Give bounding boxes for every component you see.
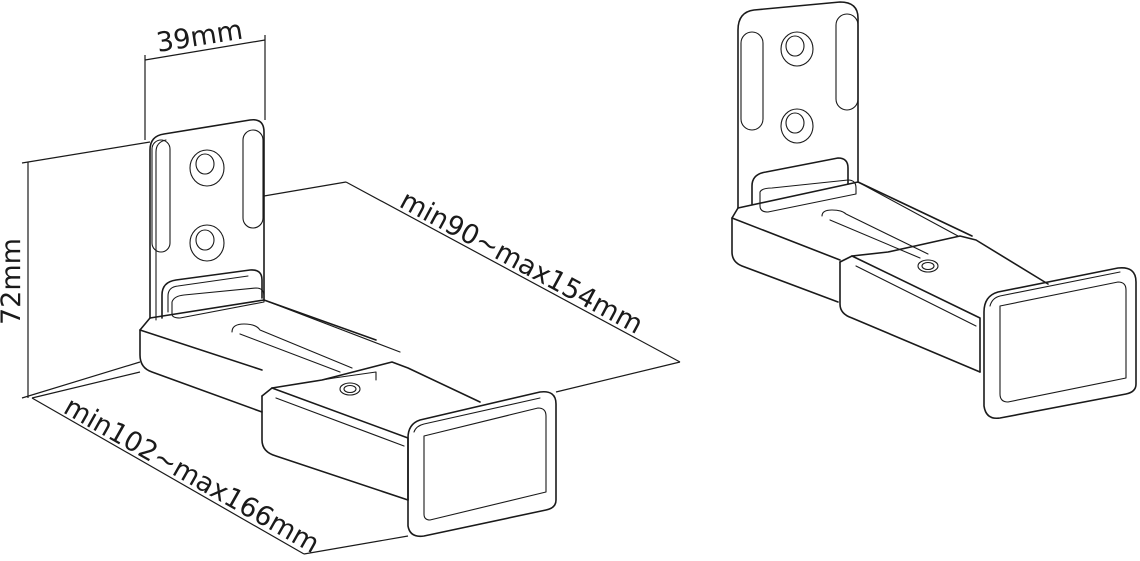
- dimension-height: 72mm: [0, 141, 151, 399]
- left-slot: [151, 139, 171, 253]
- label-72mm: 72mm: [0, 238, 27, 325]
- left-bracket: [139, 118, 557, 538]
- dimension-length: min102~max166mm: [31, 371, 409, 560]
- right-bracket: [731, 1, 1137, 420]
- label-39mm: 39mm: [154, 15, 245, 59]
- upper-hole: [189, 149, 225, 187]
- dimension-depth: min90~max154mm: [263, 181, 681, 393]
- right-slot: [835, 13, 859, 111]
- right-slot: [242, 129, 264, 229]
- extension-screw-hole: [339, 382, 361, 396]
- left-slot: [740, 31, 764, 131]
- label-depth-range: min90~max154mm: [395, 185, 648, 341]
- end-cap-face: [999, 281, 1127, 403]
- lower-hole: [780, 108, 814, 144]
- end-cap-face: [423, 407, 547, 521]
- lower-hole: [189, 224, 225, 262]
- extension-screw-hole: [917, 259, 939, 273]
- upper-hole: [780, 31, 814, 67]
- label-length-range: min102~max166mm: [59, 391, 325, 560]
